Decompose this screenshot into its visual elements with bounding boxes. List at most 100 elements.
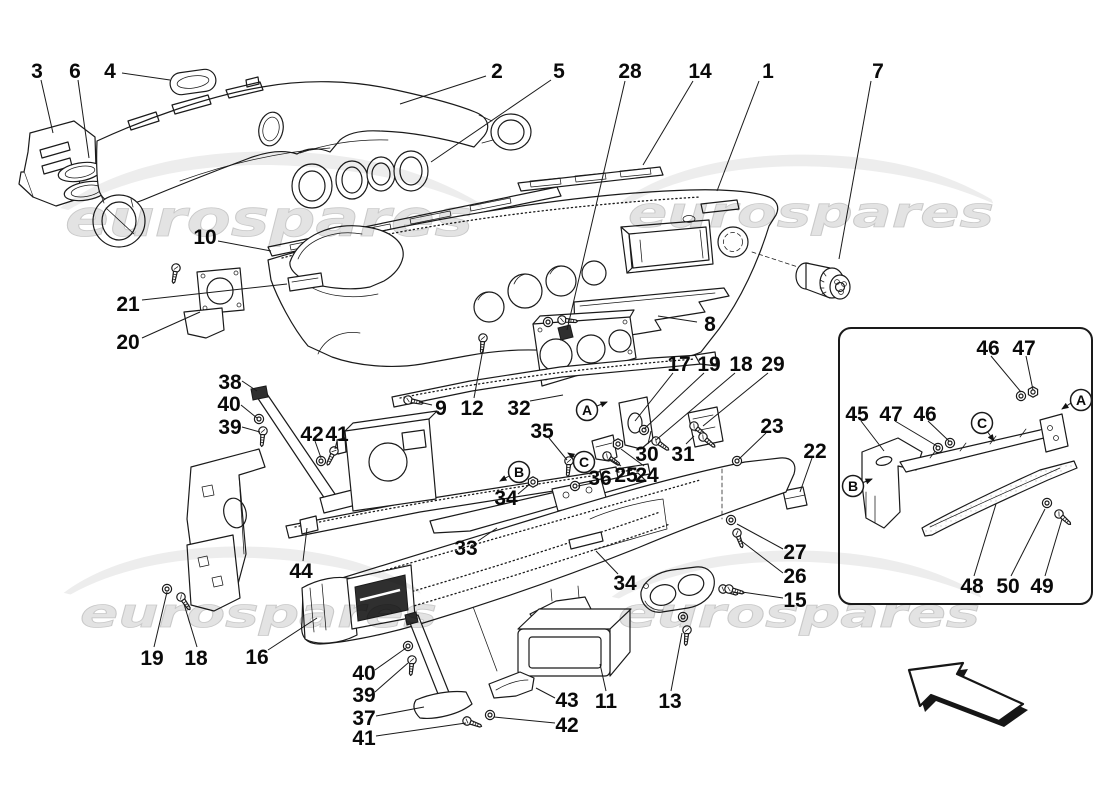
callout-47-52: 47 bbox=[1012, 337, 1035, 360]
part-48-strip-texture bbox=[923, 462, 1075, 533]
part-13-hole-1 bbox=[649, 584, 677, 606]
part-35-screw bbox=[562, 455, 575, 478]
callout-32-24: 32 bbox=[507, 397, 530, 420]
part-39-screw bbox=[256, 425, 269, 448]
circled-letter-A-3: A bbox=[1076, 392, 1086, 408]
part-2-top-slot-2 bbox=[171, 94, 212, 115]
inset-strip-upper-hatch bbox=[929, 428, 1027, 459]
callout-leader-19-40 bbox=[153, 591, 168, 648]
part-37-tab bbox=[404, 611, 419, 626]
watermark-text-0: eurospares bbox=[65, 190, 473, 248]
callout-18-15: 18 bbox=[729, 353, 753, 376]
right-vent-hole bbox=[717, 226, 749, 258]
part-7-align-dashed bbox=[751, 251, 799, 268]
callout-leader-1-7 bbox=[716, 80, 760, 192]
gauge-hole-arcs bbox=[477, 265, 562, 301]
callout-leader-47-54 bbox=[894, 420, 938, 447]
callout-49-58: 49 bbox=[1030, 575, 1053, 598]
callout-leader-45-53 bbox=[860, 420, 885, 452]
part-42b-washer bbox=[484, 709, 496, 721]
part-24-nut bbox=[612, 438, 624, 450]
part-20-lower-bracket bbox=[183, 307, 225, 339]
part-50-washer bbox=[1041, 497, 1053, 509]
part-2-front-hole-inner bbox=[262, 116, 280, 142]
callout-46-55: 46 bbox=[913, 403, 936, 426]
frame-top-washer bbox=[542, 316, 554, 328]
callout-25-31: 25 bbox=[614, 464, 638, 487]
part-17-bracket bbox=[618, 396, 654, 450]
part-41-screw bbox=[323, 444, 341, 468]
part-16-endcap bbox=[301, 576, 358, 644]
part-20-bracket bbox=[168, 262, 245, 339]
callout-leader-7-8 bbox=[838, 80, 872, 260]
part-7-face-hole-3 bbox=[838, 289, 844, 295]
callout-35-25: 35 bbox=[530, 420, 554, 443]
callout-leader-39-44 bbox=[374, 662, 409, 693]
circled-letter-arrow-B-4 bbox=[861, 478, 873, 485]
part-20-screwhole-1 bbox=[200, 273, 206, 279]
callout-14-6: 14 bbox=[688, 60, 712, 83]
callout-37-45: 37 bbox=[352, 707, 375, 730]
part-7-face-center bbox=[834, 281, 846, 293]
part-7-vent-plug bbox=[751, 251, 851, 300]
watermark-text-2: eurospares bbox=[80, 591, 437, 637]
panel-opening-slot bbox=[359, 588, 401, 602]
part-4-vent-inner bbox=[176, 75, 210, 89]
callout-leader-17-13 bbox=[634, 372, 674, 422]
part-19-washer bbox=[638, 424, 650, 436]
callout-leader-34-39 bbox=[595, 550, 619, 575]
part-4-vent-grille bbox=[169, 68, 217, 96]
circled-letter-ring-C-2 bbox=[572, 450, 596, 474]
callout-5-4: 5 bbox=[553, 60, 565, 83]
callout-19-14: 19 bbox=[697, 353, 720, 376]
callout-leader-14-6 bbox=[642, 80, 694, 166]
part-2-duct-body bbox=[96, 81, 489, 205]
part-32-end-bracket bbox=[694, 351, 718, 367]
panel-oval-inset bbox=[589, 498, 668, 551]
callout-leader-39-19 bbox=[241, 426, 261, 433]
callout-48-56: 48 bbox=[960, 575, 984, 598]
left-bracket-oval bbox=[223, 497, 247, 529]
callout-7-8: 7 bbox=[872, 60, 884, 83]
callout-40-18: 40 bbox=[217, 393, 240, 416]
circled-letter-ring-B-1 bbox=[507, 460, 531, 484]
callout-leader-48-56 bbox=[973, 503, 997, 577]
part-22-fold bbox=[784, 494, 806, 500]
callout-33-34: 33 bbox=[454, 537, 477, 560]
part-20-screw bbox=[168, 262, 182, 285]
callout-leader-30-26 bbox=[647, 430, 652, 445]
circled-letter-arrow-B-1 bbox=[499, 475, 510, 482]
part-2-right-links bbox=[478, 114, 494, 144]
part-7-knurl-ticks bbox=[819, 271, 827, 295]
gauge-hole-2 bbox=[507, 273, 543, 309]
circled-letter-ring-C-5 bbox=[970, 411, 994, 435]
part-26-screw bbox=[731, 527, 747, 550]
callout-21-10: 21 bbox=[116, 293, 140, 316]
callout-leader-3-0 bbox=[40, 79, 54, 134]
inset-detail-box bbox=[838, 327, 1093, 605]
part-11-box-front bbox=[517, 628, 611, 677]
part-39b-screw bbox=[405, 654, 418, 677]
callout-50-57: 50 bbox=[996, 575, 1019, 598]
callout-leader-5-4 bbox=[430, 79, 552, 163]
callout-47-54: 47 bbox=[879, 403, 902, 426]
callout-6-1: 6 bbox=[69, 60, 81, 83]
callout-29-16: 29 bbox=[761, 353, 784, 376]
center-recess-shading bbox=[639, 229, 704, 263]
part-7-face bbox=[829, 274, 851, 300]
gauge-hole-4 bbox=[581, 260, 607, 286]
part-43-inner bbox=[495, 679, 529, 691]
circled-letter-B-4: B bbox=[848, 478, 858, 494]
callout-4-2: 4 bbox=[104, 60, 116, 83]
part-37-foot bbox=[413, 690, 473, 719]
gauge-frame-screw-2 bbox=[622, 319, 628, 325]
instrument-hood-inner bbox=[297, 232, 363, 260]
part-2-right-bezel-inner bbox=[497, 119, 525, 145]
callout-leader-31-27 bbox=[685, 435, 695, 445]
part-43-wedge bbox=[488, 671, 535, 699]
callout-leader-25-31 bbox=[609, 458, 622, 467]
callout-leader-23-28 bbox=[738, 432, 767, 460]
circled-letter-ring-A-3 bbox=[1069, 388, 1093, 412]
part-46-washer-top bbox=[1015, 390, 1027, 402]
